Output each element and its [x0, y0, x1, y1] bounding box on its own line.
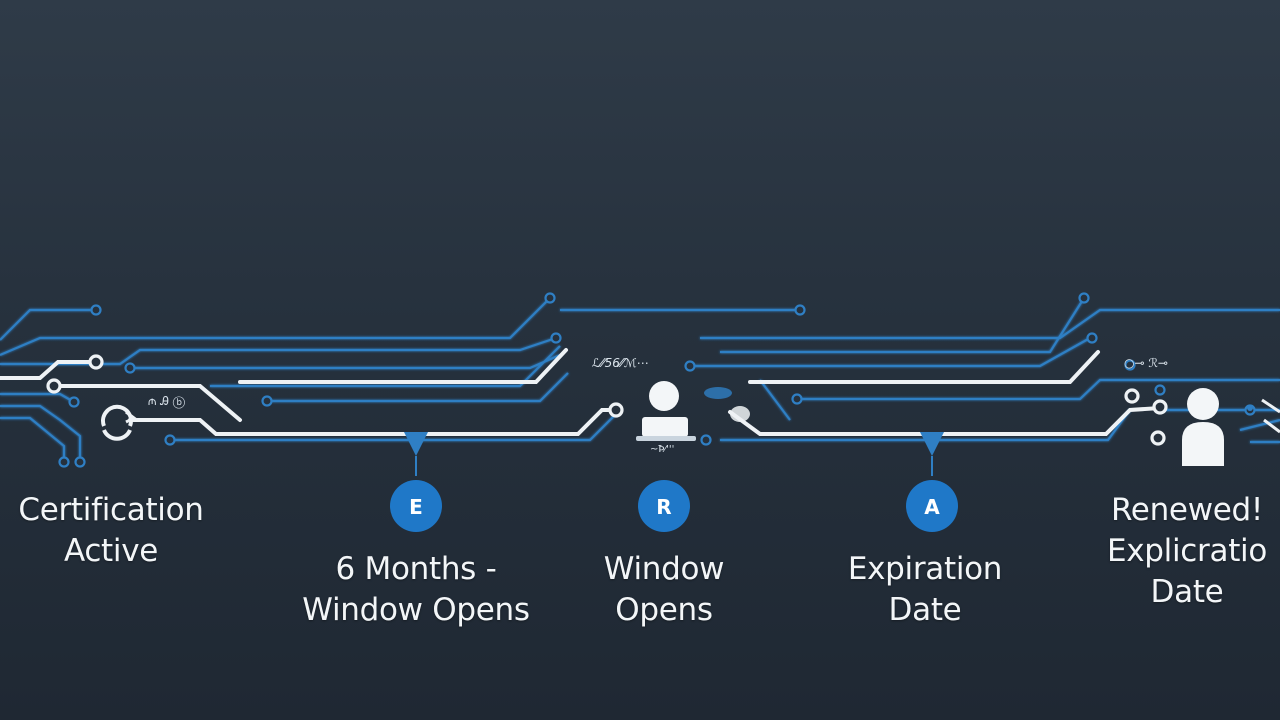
stage-2-line-2: Window Opens	[302, 592, 530, 628]
stage-3-line-1: Window	[603, 551, 725, 587]
white-nodes	[46, 354, 1168, 446]
badge-2: R	[638, 480, 690, 532]
white-traces	[0, 348, 1162, 436]
small-label-left: ₼ Ꭿ ⓑ	[148, 394, 185, 408]
stage-label-certification-active: Certification Active	[0, 490, 222, 572]
stage-label-window-opens: Window Opens	[578, 549, 750, 631]
badge-3: A	[906, 480, 958, 532]
stage-5-line-2: Explicratio	[1106, 533, 1268, 569]
badge-3-letter: A	[924, 495, 940, 519]
stage-label-six-months: 6 Months - Window Opens	[276, 549, 556, 631]
stage-4-line-1: Expiration	[847, 551, 1003, 587]
badge-1-letter: E	[409, 495, 423, 519]
right-edge-marks	[1247, 398, 1280, 434]
timeline-markers	[404, 432, 944, 476]
stage-5-line-1: Renewed!	[1110, 492, 1264, 528]
small-label-center-top: ℒ⁄⁄56⁄⁄ℳ⋯	[592, 356, 649, 370]
user-icon	[636, 381, 750, 441]
badge-2-letter: R	[656, 495, 671, 519]
stage-1-line-1: Certification	[18, 492, 204, 528]
stage-2-line-1: 6 Months -	[335, 551, 497, 587]
stage-5-line-3: Date	[1150, 574, 1224, 610]
stage-4-line-2: Date	[888, 592, 962, 628]
person-icon	[1182, 388, 1224, 466]
small-label-right-top: ○⊸ ℛ⊸	[1124, 356, 1168, 370]
stage-1-line-2: Active	[63, 533, 159, 569]
badge-1: E	[390, 480, 442, 532]
stage-label-renewed: Renewed! Explicratio Date	[1094, 490, 1280, 613]
small-label-center-under: ~Ꝥ⁄ꞌꞌꞌ	[650, 444, 675, 455]
cycle-icon	[101, 404, 137, 441]
stage-label-expiration-date: Expiration Date	[822, 549, 1028, 631]
stage-3-line-2: Opens	[615, 592, 713, 628]
